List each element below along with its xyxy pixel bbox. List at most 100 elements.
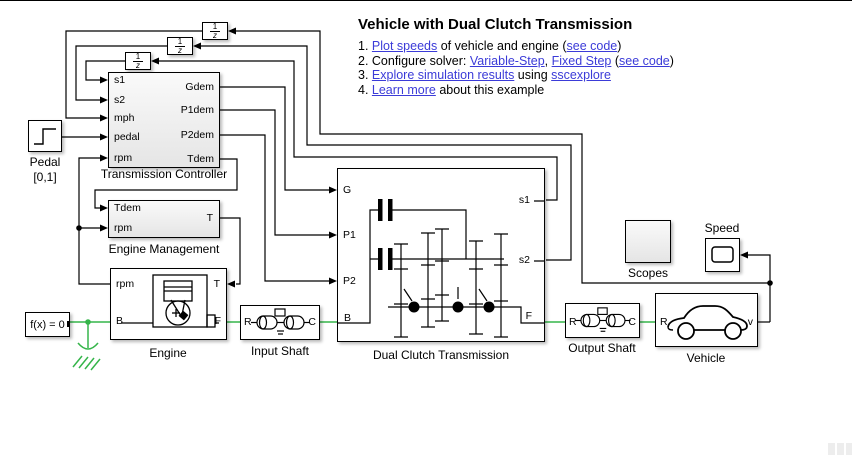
scope-screen-icon bbox=[711, 246, 734, 263]
doc-item-1: 1. Plot speeds of vehicle and engine (se… bbox=[358, 39, 698, 54]
gearbox-schematic-icon bbox=[338, 199, 544, 338]
wire-ud2-to-s2[interactable] bbox=[75, 45, 167, 101]
output-shaft-block[interactable]: R C bbox=[565, 303, 640, 338]
unit-delay-fraction: 1 z bbox=[175, 36, 185, 55]
physical-junction-dot bbox=[85, 319, 91, 325]
wire-p1dem[interactable] bbox=[220, 109, 329, 236]
engine-label: Engine bbox=[149, 346, 187, 360]
wire-ud1-to-mph[interactable] bbox=[65, 30, 202, 119]
port-c: C bbox=[628, 316, 636, 328]
port-r: R bbox=[569, 316, 577, 328]
wire-s1-feedback[interactable] bbox=[159, 60, 558, 201]
item-text: ( bbox=[611, 53, 620, 68]
item-text: ) bbox=[669, 53, 674, 68]
input-shaft-label: Input Shaft bbox=[250, 344, 310, 358]
solver-configuration-block[interactable]: f(x) = 0 bbox=[25, 312, 70, 337]
wire-rpm-rail[interactable] bbox=[78, 157, 110, 285]
corner-grip-bar bbox=[837, 443, 844, 455]
window-top-edge bbox=[0, 0, 852, 1]
speed-label: Speed bbox=[704, 221, 740, 235]
link-learn-more[interactable]: Learn more bbox=[371, 82, 436, 97]
shaft-compliance-icon bbox=[575, 307, 631, 332]
description-panel: Vehicle with Dual Clutch Transmission 1.… bbox=[358, 16, 698, 97]
scopes-subsystem-block[interactable] bbox=[625, 220, 671, 263]
transmission-controller-block[interactable]: s1 s2 mph pedal rpm Gdem P1dem P2dem Tde… bbox=[108, 72, 220, 168]
vehicle-block[interactable]: R v bbox=[655, 293, 758, 347]
item-number: 2. Configure solver: bbox=[358, 53, 470, 68]
port-s1: s1 bbox=[114, 74, 126, 86]
unit-delay-fraction: 1 z bbox=[210, 22, 220, 40]
model-title: Vehicle with Dual Clutch Transmission bbox=[358, 16, 633, 33]
item-number: 1. bbox=[358, 39, 372, 53]
link-see-code-2[interactable]: see code bbox=[619, 53, 670, 68]
wire-s2-feedback[interactable] bbox=[201, 45, 572, 261]
signal-arrowheads bbox=[76, 27, 773, 288]
wire-speed-scope-branch[interactable] bbox=[748, 254, 771, 322]
vehicle-label: Vehicle bbox=[686, 351, 726, 365]
port-p2dem: P2dem bbox=[180, 129, 214, 141]
engine-piston-icon bbox=[121, 274, 219, 328]
input-shaft-block[interactable]: R C bbox=[240, 305, 320, 340]
unit-delay-fraction: 1 z bbox=[133, 51, 143, 70]
engine-management-block[interactable]: Tdem rpm T bbox=[108, 200, 220, 238]
link-explore-results[interactable]: Explore simulation results bbox=[371, 68, 515, 82]
port-s2: s2 bbox=[114, 94, 126, 106]
port-rpm: rpm bbox=[114, 152, 133, 164]
port-b: B bbox=[344, 312, 352, 324]
shaft-compliance-icon bbox=[251, 308, 310, 335]
wire-ud3-to-s1[interactable] bbox=[85, 60, 125, 81]
unit-delay-denominator: z bbox=[210, 30, 220, 40]
port-tdem: Tdem bbox=[187, 153, 214, 165]
item-text: about this example bbox=[435, 82, 545, 97]
port-v: v bbox=[747, 316, 753, 328]
port-p1dem: P1dem bbox=[180, 104, 214, 116]
port-gdem: Gdem bbox=[185, 81, 214, 93]
link-plot-speeds[interactable]: Plot speeds bbox=[371, 39, 438, 53]
port-r: R bbox=[244, 316, 252, 328]
port-f: F bbox=[525, 310, 532, 322]
wire-gdem[interactable] bbox=[220, 86, 329, 191]
link-see-code-1[interactable]: see code bbox=[566, 39, 618, 53]
unit-delay-denominator: z bbox=[175, 45, 185, 55]
wire-p2dem[interactable] bbox=[220, 134, 329, 282]
transmission-controller-label: Transmission Controller bbox=[100, 167, 228, 181]
item-text: ) bbox=[617, 39, 622, 53]
port-g: G bbox=[343, 184, 352, 196]
port-t: T bbox=[206, 212, 213, 224]
port-s2: s2 bbox=[518, 254, 530, 266]
pedal-label: Pedal bbox=[29, 155, 61, 169]
item-text: , bbox=[544, 53, 552, 68]
pedal-source-block[interactable] bbox=[28, 120, 62, 152]
mechanical-ground-icon bbox=[72, 342, 101, 371]
speed-scope-block[interactable] bbox=[705, 238, 740, 272]
port-tdem: Tdem bbox=[114, 202, 141, 214]
link-variable-step[interactable]: Variable-Step bbox=[469, 53, 545, 68]
unit-delay-3-block[interactable]: 1 z bbox=[125, 52, 151, 70]
corner-grip-bar bbox=[846, 443, 852, 455]
item-text: using bbox=[514, 68, 552, 82]
unit-delay-numerator: 1 bbox=[135, 51, 141, 61]
doc-item-2: 2. Configure solver: Variable-Step, Fixe… bbox=[358, 54, 698, 69]
wire-em-torque[interactable] bbox=[220, 217, 241, 285]
wire-vehicle-speed-feedback[interactable] bbox=[236, 30, 770, 284]
port-p2: P2 bbox=[343, 275, 356, 287]
pedal-range-label: [0,1] bbox=[33, 170, 57, 184]
item-number: 4. bbox=[358, 82, 372, 97]
wire-tdem[interactable] bbox=[94, 158, 238, 209]
step-signal-icon bbox=[34, 128, 56, 145]
unit-delay-2-block[interactable]: 1 z bbox=[167, 37, 193, 55]
link-sscexplore[interactable]: sscexplore bbox=[551, 68, 611, 82]
doc-item-3: 3. Explore simulation results using ssce… bbox=[358, 68, 698, 83]
link-fixed-step[interactable]: Fixed Step bbox=[551, 53, 612, 68]
engine-block[interactable]: rpm T B F bbox=[110, 268, 227, 340]
physical-connections[interactable] bbox=[70, 321, 655, 348]
dual-clutch-transmission-label: Dual Clutch Transmission bbox=[372, 348, 510, 362]
car-icon bbox=[667, 305, 748, 340]
engine-management-label: Engine Management bbox=[108, 242, 220, 256]
scopes-label: Scopes bbox=[627, 266, 669, 280]
dual-clutch-transmission-block[interactable]: G P1 P2 B s1 s2 F bbox=[337, 168, 545, 342]
unit-delay-1-block[interactable]: 1 z bbox=[202, 22, 228, 40]
port-f: F bbox=[214, 315, 221, 327]
unit-delay-numerator: 1 bbox=[177, 36, 183, 46]
